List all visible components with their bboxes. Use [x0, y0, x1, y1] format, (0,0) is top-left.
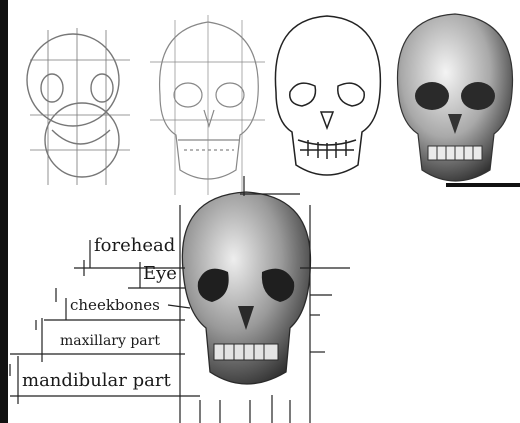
- labeled-skull: [182, 192, 310, 384]
- step-2-refined-sketch: [150, 15, 265, 195]
- label-cheekbones: cheekbones: [70, 298, 160, 313]
- step-1-construction-sketch: [27, 28, 130, 185]
- step-4-shaded-skull: [397, 14, 512, 181]
- step-3-line-drawing: [275, 16, 380, 175]
- divider-bar: [446, 183, 520, 187]
- label-forehead: forehead: [94, 237, 175, 255]
- label-maxillary-part: maxillary part: [60, 334, 160, 348]
- label-eye: Eye: [143, 265, 177, 283]
- label-mandibular-part: mandibular part: [22, 372, 171, 390]
